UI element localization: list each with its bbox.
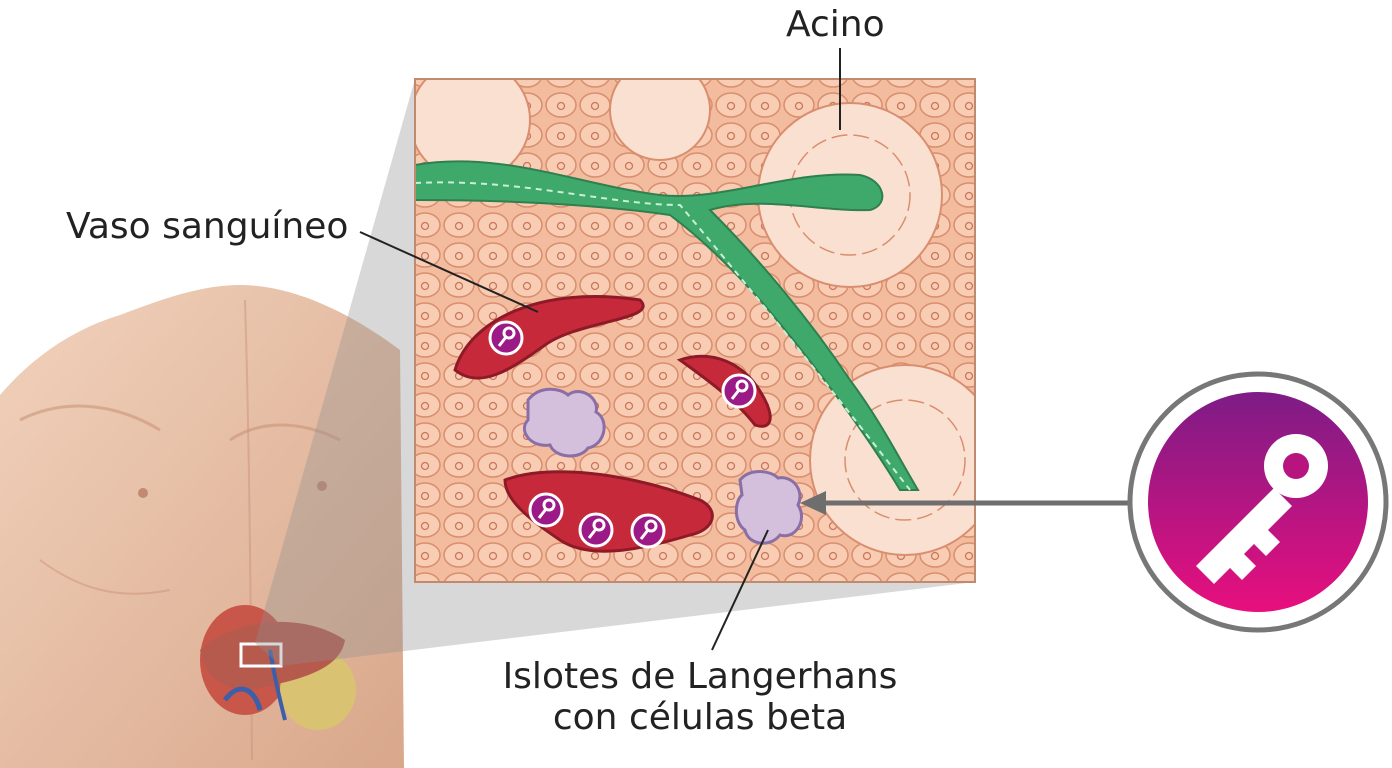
key-badge-large	[1130, 374, 1386, 630]
label-acino: Acino	[786, 4, 885, 45]
key-badge-small	[723, 375, 755, 407]
label-islotes-line1: Islotes de Langerhans	[490, 656, 910, 697]
key-badge-small	[580, 514, 612, 546]
label-islotes: Islotes de Langerhans con células beta	[490, 656, 910, 739]
label-vaso-sanguineo: Vaso sanguíneo	[66, 206, 348, 247]
key-badge-small	[490, 322, 522, 354]
islet	[736, 472, 801, 544]
key-badge-small	[632, 515, 664, 547]
key-badge-small	[530, 494, 562, 526]
label-islotes-line2: con células beta	[490, 697, 910, 738]
